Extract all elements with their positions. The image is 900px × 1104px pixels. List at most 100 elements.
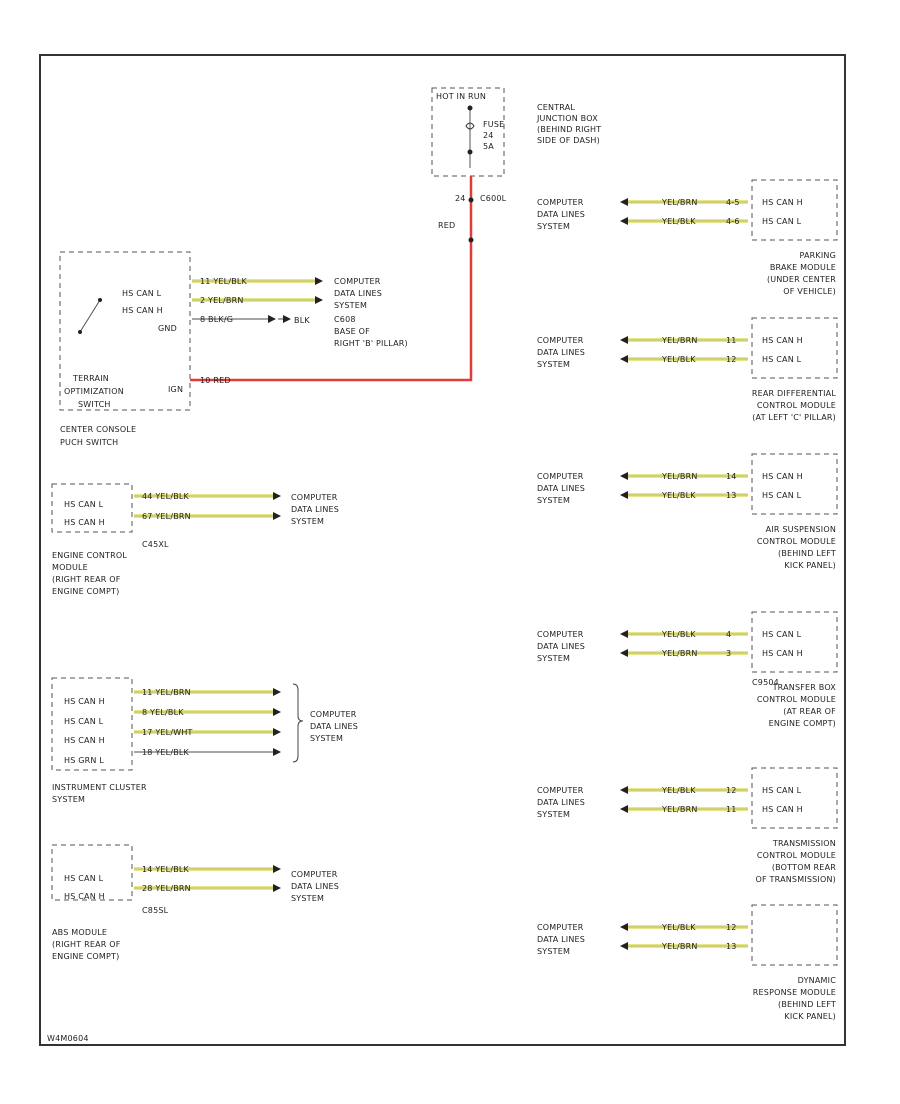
right-module-dest-2-3: SYSTEM <box>537 360 570 369</box>
switch-wire-2: 2 YEL/BRN <box>200 296 244 305</box>
ecm-dest-3: SYSTEM <box>291 517 324 526</box>
switch-dest-1: COMPUTER <box>334 277 381 286</box>
right-module-pin-no-1-2: 4-6 <box>726 217 740 226</box>
ic-pin-1: HS CAN H <box>64 697 105 706</box>
abs-name-3: ENGINE COMPT) <box>52 952 119 961</box>
ic-dest-2: DATA LINES <box>310 722 358 731</box>
right-module-name-2-3: (AT LEFT 'C' PILLAR) <box>752 413 836 422</box>
right-module-dest-3-1: COMPUTER <box>537 472 584 481</box>
right-module-pin-no-3-2: 13 <box>726 491 737 500</box>
abs-module: HS CAN L HS CAN H C85SL 14 YEL/BLK 28 YE… <box>51 844 339 961</box>
ic-wire-4: 18 YEL/BLK <box>142 748 190 757</box>
abs-dest-1: COMPUTER <box>291 870 338 879</box>
ecm-dest-2: DATA LINES <box>291 505 339 514</box>
right-module-dest-5-2: DATA LINES <box>537 798 585 807</box>
abs-name-1: ABS MODULE <box>52 928 107 937</box>
right-module-pin-3-1: HS CAN H <box>762 472 803 481</box>
ic-wire-1: 11 YEL/BRN <box>142 688 191 697</box>
right-module-dest-6-2: DATA LINES <box>537 935 585 944</box>
right-module-dest-6-1: COMPUTER <box>537 923 584 932</box>
junction-box-location-3: (BEHIND RIGHT <box>537 125 601 134</box>
right-module-pin-1-1: HS CAN H <box>762 198 803 207</box>
right-module-dest-1-1: COMPUTER <box>537 198 584 207</box>
ecm-name-3: (RIGHT REAR OF <box>52 575 121 584</box>
right-module-dest-5-1: COMPUTER <box>537 786 584 795</box>
right-module-name-3-2: CONTROL MODULE <box>757 537 836 546</box>
switch-location-2: PUCH SWITCH <box>60 438 118 447</box>
right-module-name-1-2: BRAKE MODULE <box>770 263 836 272</box>
fuse-connector: C600L <box>480 194 507 203</box>
diagram-code: W4M0604 <box>47 1034 89 1043</box>
ecm-connector: C45XL <box>142 540 169 549</box>
right-module-pin-5-1: HS CAN L <box>762 786 802 795</box>
fuse-rating: 5A <box>483 142 494 151</box>
right-module-name-5-4: OF TRANSMISSION) <box>756 875 836 884</box>
switch-ground-blk: BLK <box>294 316 310 325</box>
right-module-wire-6-1: YEL/BLK <box>661 923 696 932</box>
ic-wire-3: 17 YEL/WHT <box>142 728 193 737</box>
right-module-pin-no-3-1: 14 <box>726 472 737 481</box>
right-module-dest-2-2: DATA LINES <box>537 348 585 357</box>
terrain-optimization-switch: HS CAN L HS CAN H GND IGN TERRAIN OPTIMI… <box>59 251 408 447</box>
right-module-name-6-3: (BEHIND LEFT <box>778 1000 836 1009</box>
right-module-wire-1-2: YEL/BLK <box>661 217 696 226</box>
fuse-pin-number: 24 <box>455 194 466 203</box>
fuse-label: FUSE <box>483 120 504 129</box>
right-module-wire-3-1: YEL/BRN <box>661 472 698 481</box>
ecm-pin-1: HS CAN L <box>64 500 104 509</box>
ecm-name-4: ENGINE COMPT) <box>52 587 119 596</box>
right-module-wire-1-1: YEL/BRN <box>661 198 698 207</box>
right-module-dest-2-1: COMPUTER <box>537 336 584 345</box>
right-module-pin-no-4-2: 3 <box>726 649 731 658</box>
right-module-name-5-3: (BOTTOM REAR <box>772 863 836 872</box>
right-module-name-6-4: KICK PANEL) <box>784 1012 836 1021</box>
central-junction-box: HOT IN RUN FUSE 24 5A CENTRAL JUNCTION B… <box>431 87 601 230</box>
right-module-name-6-1: DYNAMIC <box>798 976 837 985</box>
ic-name-1: INSTRUMENT CLUSTER <box>52 783 147 792</box>
switch-pin-ign: IGN <box>168 385 183 394</box>
ic-dest-1: COMPUTER <box>310 710 357 719</box>
right-module-pin-no-6-2: 13 <box>726 942 737 951</box>
switch-name-1: TERRAIN <box>72 374 109 383</box>
fuse-number: 24 <box>483 131 494 140</box>
abs-pin-1: HS CAN L <box>64 874 104 883</box>
switch-name-3: SWITCH <box>78 400 111 409</box>
switch-dest-2: DATA LINES <box>334 289 382 298</box>
ic-pin-3: HS CAN H <box>64 736 105 745</box>
right-module-name-4-2: CONTROL MODULE <box>757 695 836 704</box>
right-module-pin-4-2: HS CAN H <box>762 649 803 658</box>
right-module-pin-no-2-2: 12 <box>726 355 737 364</box>
ic-dest-3: SYSTEM <box>310 734 343 743</box>
right-module-name-3-4: KICK PANEL) <box>784 561 836 570</box>
ecm-name-1: ENGINE CONTROL <box>52 551 127 560</box>
right-module-name-5-1: TRANSMISSION <box>772 839 836 848</box>
right-module-dest-1-2: DATA LINES <box>537 210 585 219</box>
right-module-name-3-1: AIR SUSPENSION <box>766 525 836 534</box>
right-module-wire-4-1: YEL/BLK <box>661 630 696 639</box>
right-module-pin-2-2: HS CAN L <box>762 355 802 364</box>
junction-box-location-2: JUNCTION BOX <box>536 114 598 123</box>
ecm-name-2: MODULE <box>52 563 88 572</box>
right-module-dest-3-3: SYSTEM <box>537 496 570 505</box>
right-module-name-5-2: CONTROL MODULE <box>757 851 836 860</box>
instrument-cluster: HS CAN H HS CAN L HS CAN H HS GRN L 11 Y… <box>51 677 358 804</box>
right-module-wire-5-2: YEL/BRN <box>661 805 698 814</box>
right-module-wire-2-1: YEL/BRN <box>661 336 698 345</box>
right-module-name-1-3: (UNDER CENTER <box>767 275 836 284</box>
ic-name-2: SYSTEM <box>52 795 85 804</box>
switch-ground-wire: 8 BLK/G <box>200 315 233 324</box>
right-module-dest-4-3: SYSTEM <box>537 654 570 663</box>
right-module-name-3-3: (BEHIND LEFT <box>778 549 836 558</box>
right-module-pin-3-2: HS CAN L <box>762 491 802 500</box>
right-module-wire-5-1: YEL/BLK <box>661 786 696 795</box>
hot-in-run-label: HOT IN RUN <box>436 92 486 101</box>
ic-pin-2: HS CAN L <box>64 717 104 726</box>
switch-wire-1: 11 YEL/BLK <box>200 277 248 286</box>
junction-box-location-4: SIDE OF DASH) <box>537 136 600 145</box>
ecm-wire-1: 44 YEL/BLK <box>142 492 190 501</box>
switch-pin-hs-can-l: HS CAN L <box>122 289 162 298</box>
right-module-pin-no-6-1: 12 <box>726 923 737 932</box>
junction-box-location-1: CENTRAL <box>537 103 575 112</box>
